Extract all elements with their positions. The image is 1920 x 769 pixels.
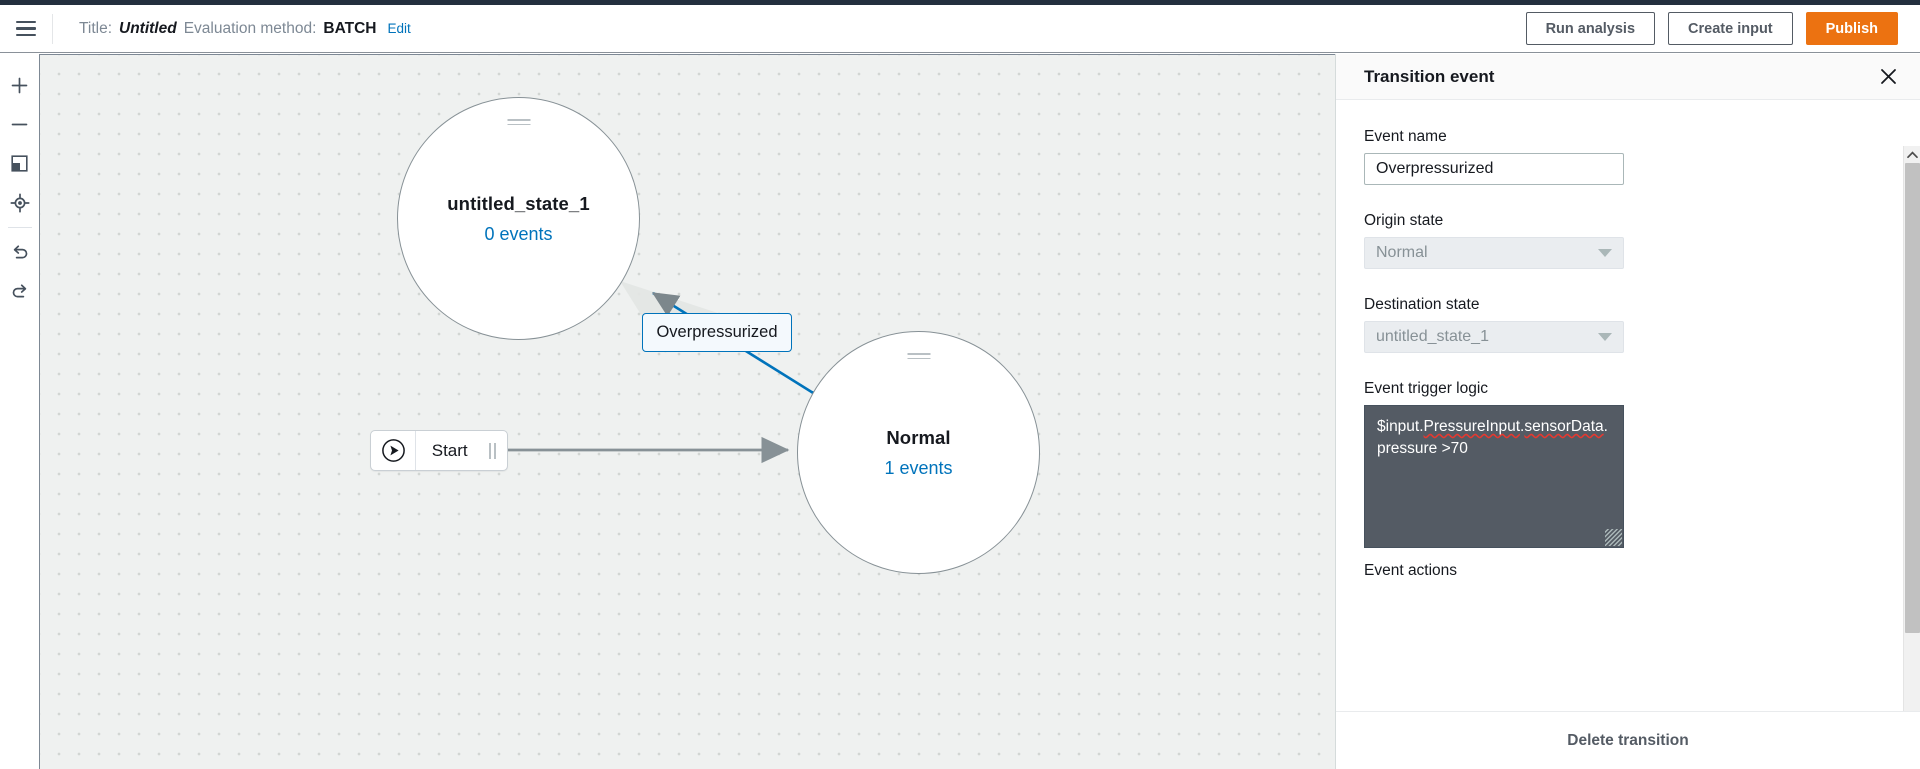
zoom-in-icon[interactable] <box>1 66 39 105</box>
zoom-out-icon[interactable] <box>1 105 39 144</box>
chevron-down-icon <box>1598 249 1612 257</box>
scroll-up-icon[interactable] <box>1904 146 1920 163</box>
hamburger-bar <box>16 20 36 24</box>
handle-bar <box>507 123 530 126</box>
code-plain: .pressure >70 <box>1377 418 1608 457</box>
transition-event-panel: Transition event Event name Origin state… <box>1335 54 1920 769</box>
state-title: untitled_state_1 <box>447 192 590 214</box>
header-divider <box>52 13 53 44</box>
canvas-toolbar <box>0 54 39 769</box>
code-plain: $input. <box>1377 418 1424 435</box>
chevron-down-icon <box>1598 333 1612 341</box>
resize-handle-icon[interactable] <box>1605 529 1622 546</box>
panel-title: Transition event <box>1364 66 1495 86</box>
panel-header: Transition event <box>1336 54 1920 100</box>
panel-footer: Delete transition <box>1336 711 1920 769</box>
state-machine-canvas[interactable]: untitled_state_1 0 events Normal 1 event… <box>39 54 1335 769</box>
code-misspelled: PressureInput <box>1423 418 1521 435</box>
play-icon[interactable] <box>371 431 416 470</box>
handle-bar <box>507 119 530 121</box>
edit-link[interactable]: Edit <box>387 20 411 36</box>
redo-icon[interactable] <box>1 271 39 310</box>
scrollbar-thumb[interactable] <box>1905 163 1920 633</box>
start-node[interactable]: Start <box>370 430 508 471</box>
event-trigger-logic-label: Event trigger logic <box>1364 380 1489 397</box>
state-event-count[interactable]: 0 events <box>484 223 553 244</box>
undo-icon[interactable] <box>1 232 39 271</box>
event-actions-label: Event actions <box>1364 562 1458 579</box>
state-node-untitled-state-1[interactable]: untitled_state_1 0 events <box>397 97 640 340</box>
origin-state-label: Origin state <box>1364 212 1444 229</box>
event-name-label: Event name <box>1364 128 1447 145</box>
publish-button[interactable]: Publish <box>1805 12 1898 45</box>
header-meta: Title: Untitled Evaluation method: BATCH… <box>79 20 411 38</box>
code-misspelled: sensorData <box>1524 418 1604 435</box>
state-drag-handle[interactable] <box>507 119 530 126</box>
hamburger-menu-icon[interactable] <box>0 5 52 52</box>
start-node-drag-handle[interactable] <box>489 442 507 459</box>
destination-state-value: untitled_state_1 <box>1376 328 1489 345</box>
destination-state-label: Destination state <box>1364 296 1480 313</box>
handle-bar <box>907 353 930 355</box>
fit-to-screen-icon[interactable] <box>1 144 39 183</box>
state-drag-handle[interactable] <box>907 353 930 360</box>
origin-state-field: Origin state Normal <box>1364 212 1892 269</box>
delete-transition-button[interactable]: Delete transition <box>1567 731 1689 749</box>
destination-state-field: Destination state untitled_state_1 <box>1364 296 1892 353</box>
event-name-input[interactable] <box>1364 153 1624 185</box>
event-name-field: Event name <box>1364 128 1892 185</box>
grip-bar <box>489 442 492 459</box>
top-accent-strip <box>0 0 1920 5</box>
state-event-count[interactable]: 1 events <box>884 457 953 478</box>
panel-scrollbar[interactable] <box>1903 146 1920 711</box>
create-input-button[interactable]: Create input <box>1668 12 1793 45</box>
transition-label-overpressurized[interactable]: Overpressurized <box>642 313 792 352</box>
state-node-normal[interactable]: Normal 1 events <box>797 331 1040 574</box>
panel-body: Event name Origin state Normal Destinati… <box>1336 100 1920 711</box>
toolbar-separator <box>7 227 32 228</box>
event-trigger-logic-field: Event trigger logic $input.PressureInput… <box>1364 380 1892 548</box>
event-trigger-logic-editor[interactable]: $input.PressureInput.sensorData.pressure… <box>1364 405 1624 548</box>
start-node-label: Start <box>431 440 468 460</box>
destination-state-select[interactable]: untitled_state_1 <box>1364 321 1624 353</box>
center-target-icon[interactable] <box>1 183 39 222</box>
hamburger-bar <box>16 27 36 30</box>
grip-bar <box>494 442 496 459</box>
origin-state-value: Normal <box>1376 244 1428 261</box>
code-plain: . <box>1520 418 1525 435</box>
origin-state-select[interactable]: Normal <box>1364 237 1624 269</box>
evaluation-method-value: BATCH <box>323 19 377 37</box>
close-icon[interactable] <box>1879 67 1898 86</box>
event-trigger-logic-text: $input.PressureInput.sensorData.pressure… <box>1377 416 1611 460</box>
state-title: Normal <box>886 426 951 448</box>
run-analysis-button[interactable]: Run analysis <box>1525 12 1656 45</box>
canvas-connections <box>508 281 853 464</box>
title-label: Title: <box>79 19 113 37</box>
handle-bar <box>907 357 930 360</box>
hamburger-bar <box>16 33 36 37</box>
evaluation-method-label: Evaluation method: <box>183 19 317 37</box>
title-value: Untitled <box>119 19 177 37</box>
header-actions: Run analysis Create input Publish <box>1525 12 1920 45</box>
app-header: Title: Untitled Evaluation method: BATCH… <box>0 5 1920 53</box>
